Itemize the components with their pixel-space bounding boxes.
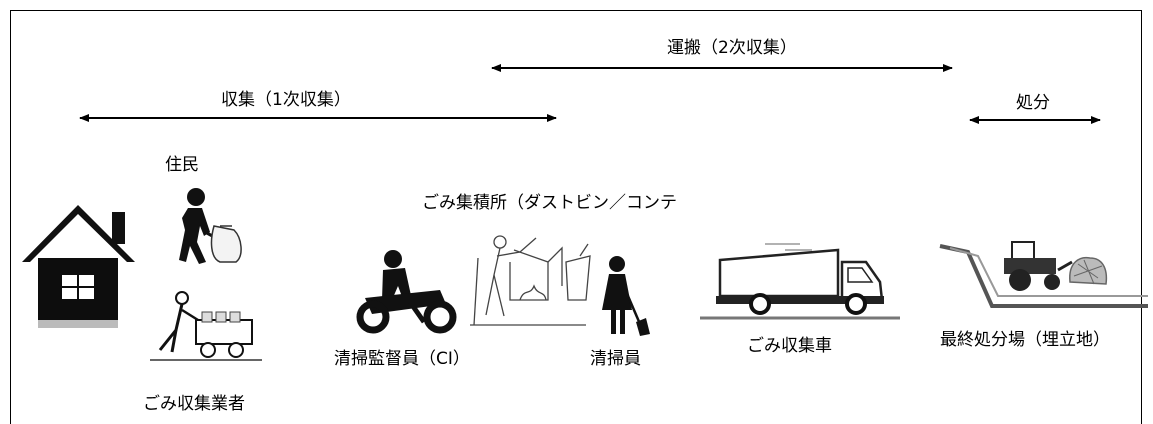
garbage-truck-icon — [700, 243, 900, 320]
collection-label: 収集（1次収集） — [221, 90, 351, 110]
resident-icon — [179, 188, 242, 264]
collector-label: ごみ収集業者 — [143, 394, 245, 414]
transport-label: 運搬（2次収集） — [667, 38, 797, 58]
landfill-label: 最終処分場（埋立地） — [940, 330, 1110, 350]
residents-label: 住民 — [165, 155, 199, 175]
collection-point-icon — [470, 235, 591, 326]
landfill-tractor-icon — [939, 241, 1148, 308]
collection-point-label: ごみ集積所（ダストビン／コンテ — [422, 193, 677, 213]
supervisor-label: 清掃監督員（CI） — [334, 349, 470, 369]
disposal-label: 処分 — [1016, 93, 1050, 113]
cleaner-icon — [602, 256, 650, 336]
collector-cart-icon — [150, 291, 262, 361]
cleaner-label: 清掃員 — [590, 349, 641, 369]
diagram-frame — [10, 10, 1142, 424]
motorcycle-icon — [356, 250, 457, 334]
garbage-truck-label: ごみ収集車 — [747, 336, 832, 356]
house-icon — [22, 205, 135, 328]
